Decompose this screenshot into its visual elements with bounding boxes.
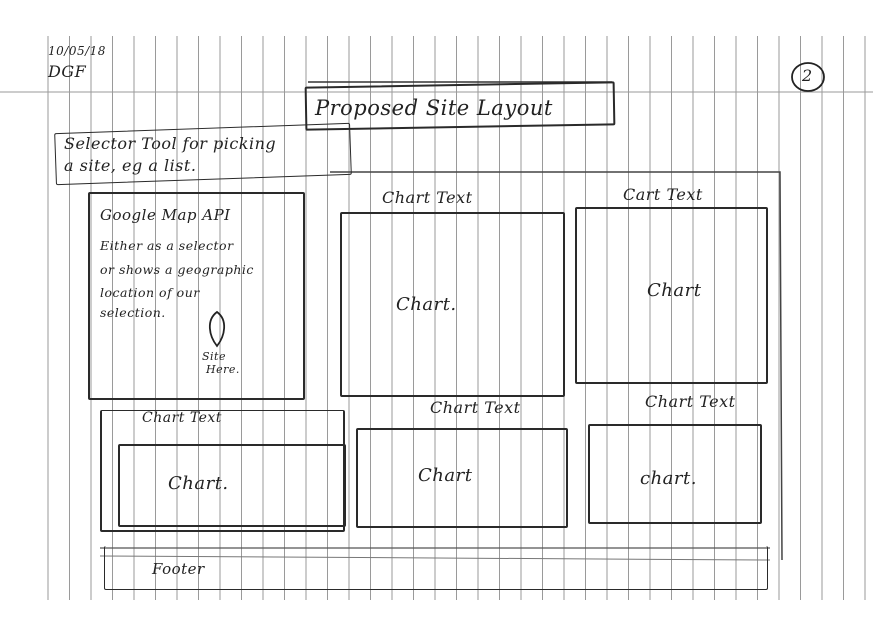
pin-label-line-1: Site bbox=[202, 350, 226, 363]
chart-caption-top-right: Cart Text bbox=[623, 185, 703, 204]
selector-tool-line-2: a site, eg a list. bbox=[64, 156, 197, 175]
page-title: Proposed Site Layout bbox=[315, 96, 553, 120]
date-note: 10/05/18 bbox=[48, 44, 106, 58]
chart-top-middle bbox=[340, 212, 565, 397]
chart-caption-top-middle: Chart Text bbox=[382, 188, 473, 207]
page-number-circle bbox=[791, 62, 825, 92]
map-body-line-3: location of our bbox=[100, 285, 200, 300]
chart-caption-bottom-left: Chart Text bbox=[142, 410, 222, 426]
chart-label-top-middle: Chart. bbox=[396, 294, 457, 315]
chart-label-top-right: Chart bbox=[647, 280, 702, 301]
map-body-line-4: selection. bbox=[100, 305, 166, 320]
footer-box bbox=[104, 546, 768, 590]
chart-bottom-left-inner bbox=[118, 444, 346, 527]
map-heading: Google Map API bbox=[100, 206, 231, 224]
selector-tool-line-1: Selector Tool for picking bbox=[64, 134, 277, 153]
map-pin-icon bbox=[208, 310, 226, 348]
chart-top-right bbox=[575, 207, 768, 384]
chart-caption-bottom-right: Chart Text bbox=[645, 392, 736, 411]
chart-label-bottom-left: Chart. bbox=[168, 473, 229, 494]
page-number: 2 bbox=[802, 66, 813, 85]
pin-label-line-2: Here. bbox=[206, 363, 240, 376]
initials-note: DGF bbox=[48, 62, 87, 81]
footer-label: Footer bbox=[152, 560, 205, 578]
selector-tool-box bbox=[54, 122, 352, 186]
chart-caption-bottom-middle: Chart Text bbox=[430, 398, 521, 417]
map-panel bbox=[88, 192, 305, 400]
chart-label-bottom-middle: Chart bbox=[418, 465, 473, 486]
chart-label-bottom-right: chart. bbox=[640, 468, 697, 489]
chart-bottom-middle bbox=[356, 428, 568, 528]
map-body-line-2: or shows a geographic bbox=[100, 262, 254, 277]
map-body-line-1: Either as a selector bbox=[100, 238, 234, 253]
chart-bottom-right bbox=[588, 424, 762, 524]
